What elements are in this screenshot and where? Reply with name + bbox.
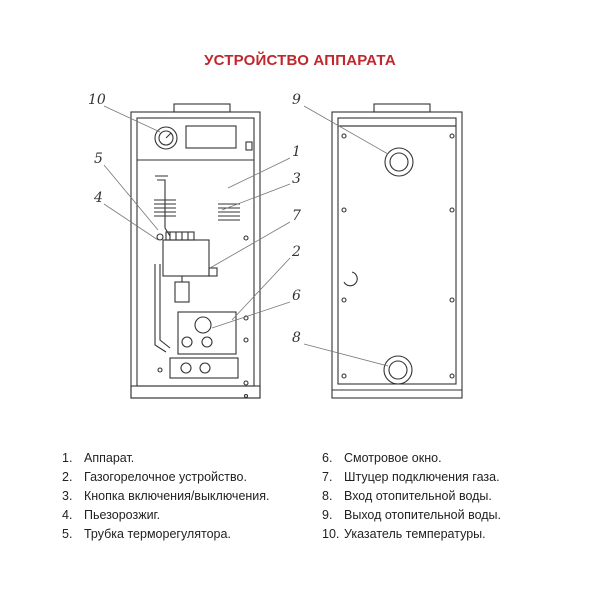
callout-2: 2 <box>291 244 301 260</box>
rear-view <box>331 103 463 399</box>
legend-item: 2.Газогорелочное устройство. <box>62 470 247 484</box>
rear-top-flue <box>373 103 431 113</box>
callout-5: 5 <box>94 151 103 167</box>
thermometer-gauge <box>154 126 178 150</box>
gas-valve <box>162 239 210 277</box>
front-base <box>130 385 261 399</box>
boiler-diagram: 10 5 4 1 3 7 2 6 9 8 <box>88 92 463 399</box>
callout-1: 1 <box>292 144 301 160</box>
legend-item: 10.Указатель температуры. <box>322 527 486 541</box>
legend-item: 8.Вход отопительной воды. <box>322 489 492 503</box>
callout-9: 9 <box>292 92 301 108</box>
legend-left: 1.Аппарат. 2.Газогорелочное устройство. … <box>62 449 270 544</box>
burner-window <box>177 311 237 355</box>
front-top-flue <box>173 103 231 113</box>
legend-item: 7.Штуцер подключения газа. <box>322 470 500 484</box>
legend-item: 1.Аппарат. <box>62 451 135 465</box>
front-view <box>130 103 261 399</box>
callout-3: 3 <box>292 171 301 187</box>
legend-item: 4.Пьезорозжиг. <box>62 508 161 522</box>
legend-item: 9.Выход отопительной воды. <box>322 508 502 522</box>
vent-left <box>154 199 176 217</box>
control-window <box>185 125 237 149</box>
heating-water-outlet <box>384 147 414 177</box>
leader-lines <box>103 105 389 367</box>
legend-right: 6.Смотровое окно. 7.Штуцер подключения г… <box>322 449 501 544</box>
vent-right <box>218 203 240 221</box>
thermoregulator-tube <box>155 175 171 237</box>
rear-body-outline <box>331 111 463 399</box>
front-body-outline <box>130 111 261 399</box>
callout-8: 8 <box>292 330 301 346</box>
callout-6: 6 <box>292 288 301 304</box>
callout-10: 10 <box>88 92 106 108</box>
legend-item: 6.Смотровое окно. <box>322 451 442 465</box>
burner-base <box>169 357 239 379</box>
rear-panel <box>337 125 457 385</box>
diagram-title: УСТРОЙСТВО АППАРАТА <box>204 52 396 69</box>
callout-7: 7 <box>292 208 301 224</box>
heating-water-inlet <box>383 355 413 385</box>
legend-item: 3.Кнопка включения/выключения. <box>62 489 270 503</box>
gas-port <box>343 271 358 287</box>
legend-item: 5.Трубка терморегулятора. <box>62 527 231 541</box>
callout-4: 4 <box>93 190 103 206</box>
